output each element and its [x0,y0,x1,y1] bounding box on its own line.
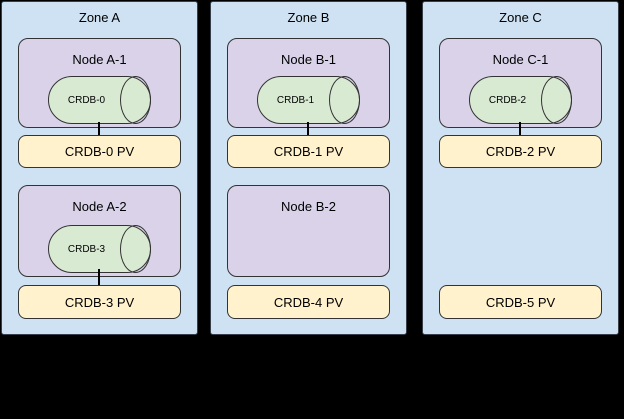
crdb-1-pv-label: CRDB-1 PV [273,144,344,159]
crdb-3-pv: CRDB-3 PV [18,285,181,319]
node-a-2-label: Node A-2 [72,199,127,214]
crdb-3-cylinder: CRDB-3 [48,225,151,273]
connector-crdb-0 [98,122,100,136]
crdb-0-cylinder: CRDB-0 [48,76,151,124]
node-a-1-label: Node A-1 [72,52,127,67]
connector-crdb-2 [519,122,521,136]
crdb-3-pv-label: CRDB-3 PV [64,294,135,310]
crdb-1-cylinder-label: CRDB-1 [276,94,315,106]
zone-a-label: Zone A [78,10,121,25]
zone-c: Zone C Node C-1 CRDB-2 CRDB-2 PV CRDB-5 … [422,1,619,335]
cylinder-end-icon [329,76,360,124]
crdb-4-pv: CRDB-4 PV [227,285,390,319]
node-c-1: Node C-1 CRDB-2 [439,38,602,128]
cylinder-end-icon [120,225,151,273]
crdb-2-pv: CRDB-2 PV [439,135,602,168]
node-b-1-label: Node B-1 [281,52,336,67]
crdb-0-cylinder-label: CRDB-0 [67,94,106,106]
crdb-0-pv: CRDB-0 PV [18,135,181,168]
crdb-4-pv-label: CRDB-4 PV [273,294,344,310]
zone-b: Zone B Node B-1 CRDB-1 CRDB-1 PV Node B-… [210,1,407,335]
crdb-5-pv-label: CRDB-5 PV [485,294,556,310]
node-b-2: Node B-2 [227,185,390,277]
node-a-1: Node A-1 CRDB-0 [18,38,181,128]
crdb-1-pv: CRDB-1 PV [227,135,390,168]
zone-b-label: Zone B [287,10,330,25]
node-b-2-label: Node B-2 [281,199,336,214]
cylinder-end-icon [541,76,572,124]
crdb-2-cylinder-label: CRDB-2 [488,94,527,106]
node-a-2: Node A-2 CRDB-3 [18,185,181,277]
crdb-0-pv-label: CRDB-0 PV [64,144,135,159]
zone-c-label: Zone C [499,10,542,25]
node-b-1: Node B-1 CRDB-1 [227,38,390,128]
node-c-1-label: Node C-1 [492,52,549,67]
crdb-5-pv: CRDB-5 PV [439,285,602,319]
crdb-2-cylinder: CRDB-2 [469,76,572,124]
crdb-3-cylinder-label: CRDB-3 [67,243,106,255]
zone-a: Zone A Node A-1 CRDB-0 CRDB-0 PV Node A-… [1,1,198,335]
cylinder-end-icon [120,76,151,124]
connector-crdb-3 [98,269,100,285]
crdb-1-cylinder: CRDB-1 [257,76,360,124]
connector-crdb-1 [307,122,309,136]
crdb-2-pv-label: CRDB-2 PV [485,144,556,159]
